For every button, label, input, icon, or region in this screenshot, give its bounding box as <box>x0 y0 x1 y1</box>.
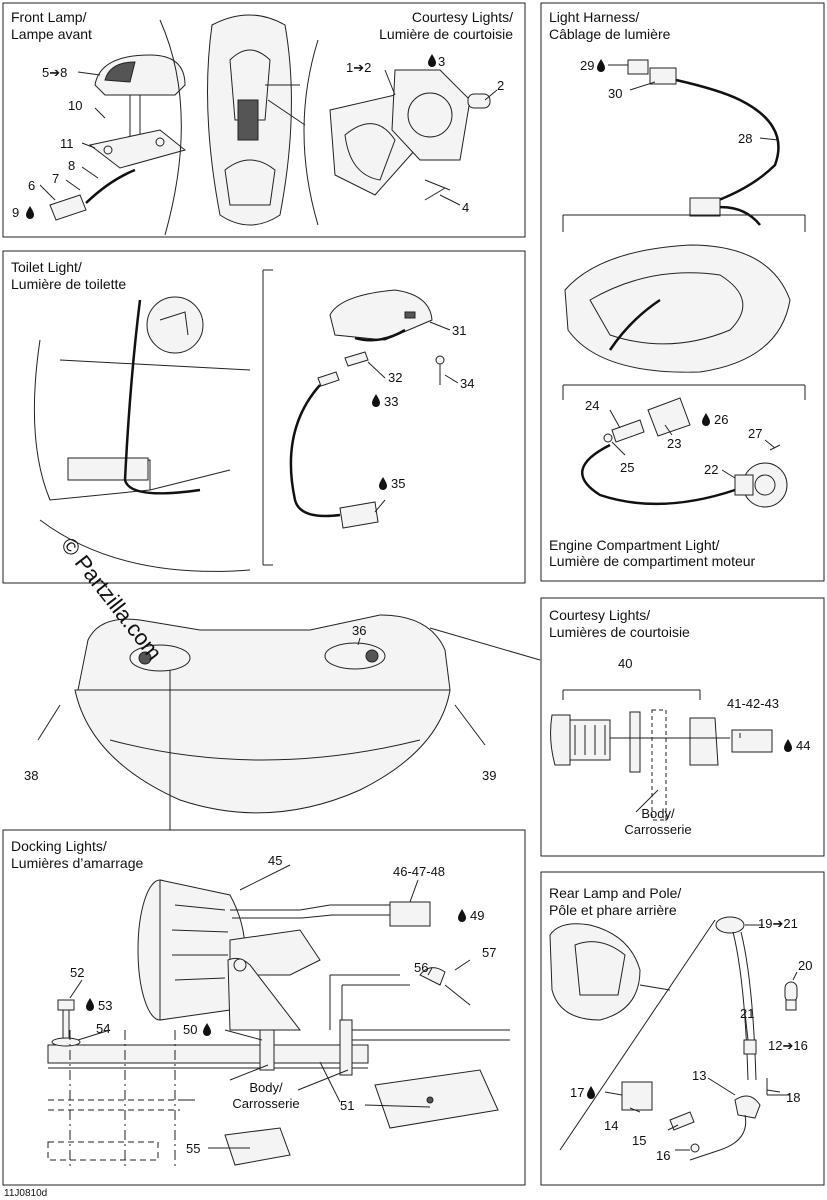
callout-19-21: 19➔21 <box>758 916 798 931</box>
rear-lamp-title: Rear Lamp and Pole/ <box>549 885 681 901</box>
docking-subtitle: Lumières d’amarrage <box>11 855 143 871</box>
callout-57: 57 <box>482 945 496 960</box>
docking-title: Docking Lights/ <box>11 838 107 854</box>
callout-13: 13 <box>692 1068 706 1083</box>
callout-46-48: 46-47-48 <box>393 864 445 879</box>
callout-34: 34 <box>460 376 474 391</box>
callout-38: 38 <box>24 768 38 783</box>
front-lamp-panel <box>2 2 526 238</box>
light-harness-panel <box>540 2 825 582</box>
callout-4: 4 <box>462 200 469 215</box>
courtesy-side-title: Courtesy Lights/ <box>549 607 650 623</box>
callout-50: 50 <box>183 1022 197 1037</box>
callout-44: 44 <box>796 738 810 753</box>
callout-54: 54 <box>96 1021 110 1036</box>
callout-24: 24 <box>585 398 599 413</box>
front-lamp-subtitle: Lampe avant <box>11 26 92 42</box>
body-label-docking-fr: Carrosserie <box>232 1096 299 1111</box>
toilet-light-title: Toilet Light/ <box>11 259 82 275</box>
callout-56: 56 <box>414 960 428 975</box>
callout-30: 30 <box>608 86 622 101</box>
callout-3: 3 <box>438 54 445 69</box>
callout-40: 40 <box>618 656 632 671</box>
callout-27: 27 <box>748 426 762 441</box>
callout-29: 29 <box>580 58 594 73</box>
front-lamp-drawing <box>49 14 491 236</box>
callout-9: 9 <box>12 205 19 220</box>
callout-51: 51 <box>340 1098 354 1113</box>
drawing-code: 11J0810d <box>4 1188 47 1199</box>
callout-36: 36 <box>352 623 366 638</box>
callout-15: 15 <box>632 1133 646 1148</box>
front-lamp-title: Front Lamp/ <box>11 9 87 25</box>
docking-drawing <box>47 879 510 1170</box>
callout-leaders <box>39 64 798 1151</box>
light-harness-drawing <box>562 59 806 508</box>
callout-49: 49 <box>470 908 484 923</box>
callout-2: 2 <box>497 78 504 93</box>
callout-10: 10 <box>68 98 82 113</box>
boat-hull-drawing <box>37 614 541 830</box>
callout-53: 53 <box>98 998 112 1013</box>
callout-16: 16 <box>656 1148 670 1163</box>
toilet-light-subtitle: Lumière de toilette <box>11 276 126 292</box>
callout-5-8: 5➔8 <box>42 65 67 80</box>
callout-11: 11 <box>60 136 74 151</box>
courtesy-side-panel <box>540 597 825 857</box>
callout-45: 45 <box>268 853 282 868</box>
light-harness-title: Light Harness/ <box>549 9 639 25</box>
callout-6: 6 <box>28 178 35 193</box>
callout-41-43: 41-42-43 <box>727 696 779 711</box>
courtesy-top-subtitle: Lumière de courtoisie <box>379 26 513 42</box>
callout-52: 52 <box>70 965 84 980</box>
toilet-light-panel <box>2 250 526 584</box>
callout-21: 21 <box>740 1006 754 1021</box>
body-label-courtesy: Body/ <box>641 806 675 821</box>
callout-22: 22 <box>704 462 718 477</box>
callout-26: 26 <box>714 412 728 427</box>
engine-light-title: Engine Compartment Light/ <box>549 537 720 553</box>
callout-8: 8 <box>68 158 75 173</box>
callout-labels: 5➔8 10 11 8 7 6 9 1➔2 3 2 4 29 30 28 31 … <box>12 54 812 1163</box>
callout-31: 31 <box>452 323 466 338</box>
rear-lamp-subtitle: Pôle et phare arrière <box>549 902 677 918</box>
callout-25: 25 <box>620 460 634 475</box>
docking-lights-panel <box>2 829 526 1186</box>
callout-33: 33 <box>384 394 398 409</box>
courtesy-top-title: Courtesy Lights/ <box>412 9 513 25</box>
callout-35: 35 <box>391 476 405 491</box>
callout-39: 39 <box>482 768 496 783</box>
callout-55: 55 <box>186 1141 200 1156</box>
callout-18: 18 <box>786 1090 800 1105</box>
callout-12-16: 12➔16 <box>768 1038 808 1053</box>
rear-lamp-panel <box>540 871 825 1186</box>
courtesy-side-subtitle: Lumières de courtoisie <box>549 624 690 640</box>
callout-28: 28 <box>738 131 752 146</box>
toilet-light-drawing <box>33 269 445 572</box>
callout-23: 23 <box>667 436 681 451</box>
callout-17: 17 <box>570 1085 584 1100</box>
callout-7: 7 <box>52 171 59 186</box>
callout-14: 14 <box>604 1118 618 1133</box>
engine-light-subtitle: Lumière de compartiment moteur <box>549 553 756 569</box>
callout-20: 20 <box>798 958 812 973</box>
callout-1-2: 1➔2 <box>346 60 371 75</box>
body-label-courtesy-fr: Carrosserie <box>624 822 691 837</box>
light-harness-subtitle: Câblage de lumière <box>549 26 671 42</box>
rear-lamp-drawing <box>549 916 798 1161</box>
body-label-docking: Body/ <box>249 1080 283 1095</box>
callout-32: 32 <box>388 370 402 385</box>
courtesy-side-drawing <box>550 689 773 821</box>
